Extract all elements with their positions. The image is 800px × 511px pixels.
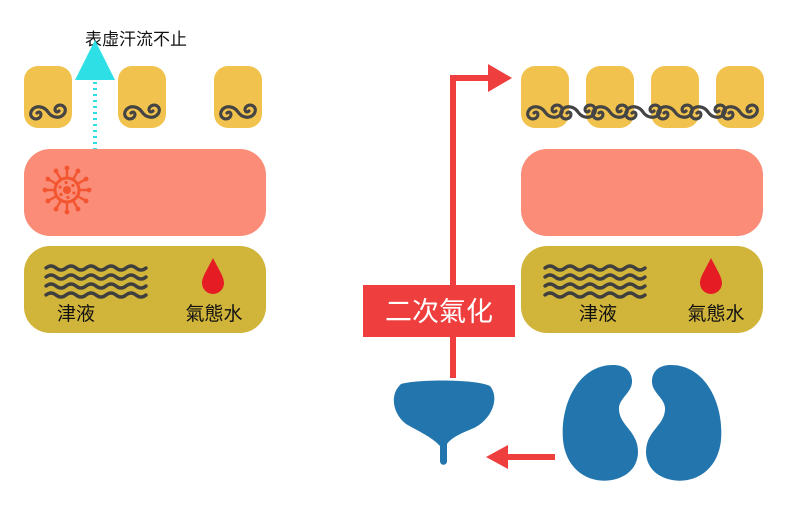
spiral-icon (559, 103, 597, 121)
arrow-icon (488, 64, 512, 92)
spiral-icon (219, 103, 257, 121)
process-arrow (450, 75, 492, 378)
spiral-icon (689, 103, 727, 121)
spiral-icon (656, 103, 694, 121)
virus-icon (42, 165, 92, 215)
vapor-label: 氣態水 (687, 303, 744, 325)
right-spiral-chain (526, 103, 759, 121)
spiral-icon (29, 103, 67, 121)
tissue-layer (521, 149, 763, 236)
fluid-label: 津液 (579, 303, 617, 325)
wave-icon (543, 264, 647, 299)
blood-drop-icon (202, 258, 224, 294)
process-label: 二次氣化 (385, 297, 493, 328)
wave-icon (44, 264, 148, 299)
bladder-icon (393, 380, 495, 465)
left-spiral-chain (29, 103, 257, 121)
fluid-layer (521, 246, 763, 333)
tissue-layer (24, 149, 266, 236)
blood-drop-icon (700, 258, 722, 294)
spiral-icon (123, 103, 161, 121)
vapor-label: 氣態水 (185, 303, 242, 325)
kidney-icon (646, 365, 722, 481)
spiral-icon (591, 103, 629, 121)
spiral-icon (624, 103, 662, 121)
kidney-icon (562, 365, 638, 481)
left-panel: 表虛汗流不止 津液 氣態水 (24, 30, 266, 333)
process-box (363, 285, 515, 337)
sweat-caption: 表虛汗流不止 (85, 30, 187, 50)
arrow-icon (486, 445, 508, 469)
spiral-icon (526, 103, 564, 121)
spiral-icon (721, 103, 759, 121)
right-panel: 二次氣化 津液 氣態水 (363, 64, 764, 481)
fluid-label: 津液 (57, 303, 95, 325)
